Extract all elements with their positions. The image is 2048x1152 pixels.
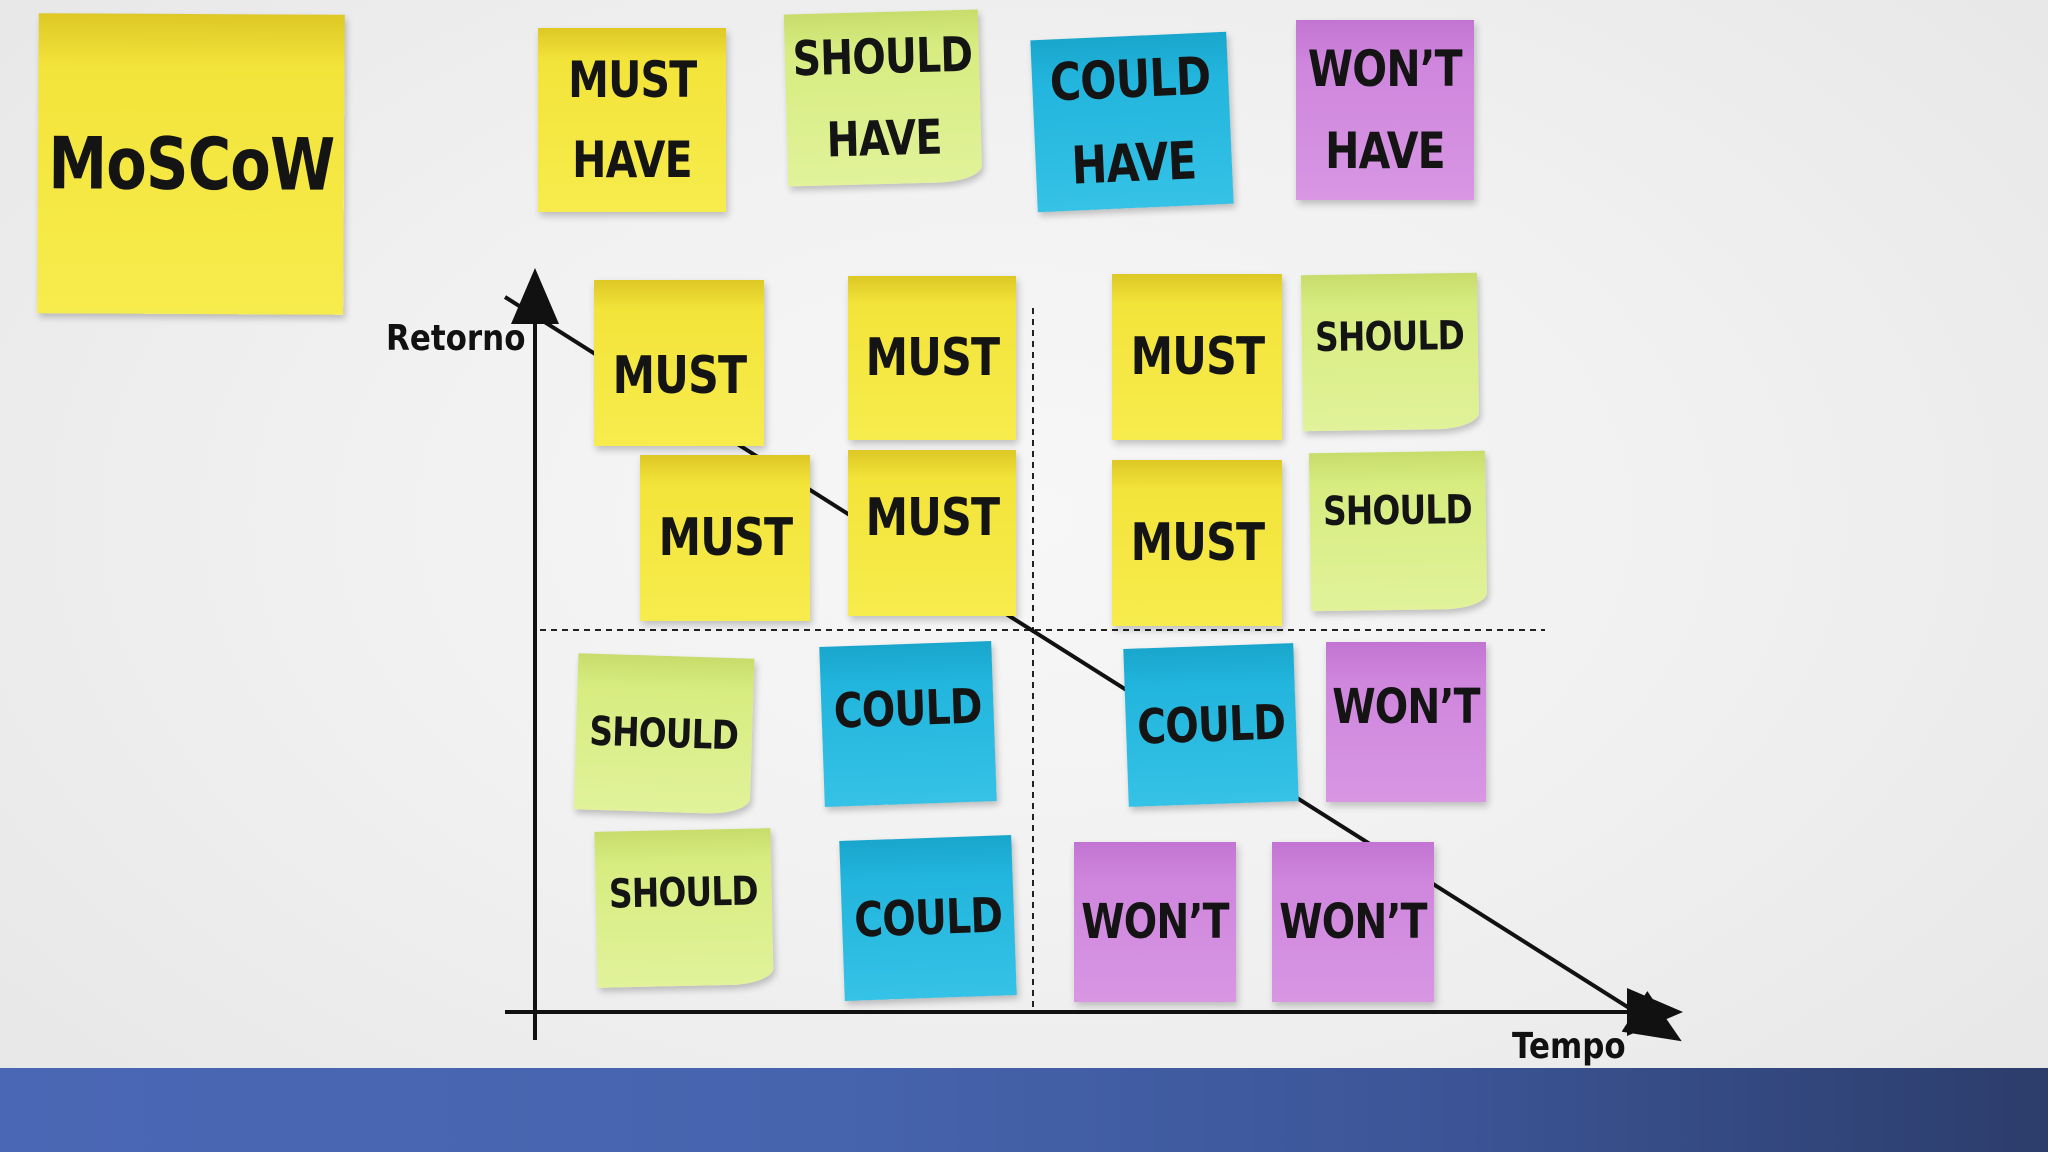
note-should: SHOULD (1300, 272, 1480, 432)
note-should: SHOULD (573, 653, 755, 815)
note-could: COULD (1123, 643, 1299, 807)
y-axis-label: Retorno (386, 318, 526, 359)
note-must: MUST (1112, 274, 1282, 440)
note-must: MUST (594, 280, 764, 446)
note-wont: WON’T (1272, 842, 1434, 1002)
note-wont: WON’T (1326, 642, 1486, 802)
note-must: MUST (848, 276, 1016, 440)
x-axis-label: Tempo (1512, 1026, 1626, 1067)
note-must: MUST (848, 450, 1016, 616)
footer-bar (0, 1068, 2048, 1152)
note-could: COULD (839, 835, 1017, 1001)
legend-wont-have: WON’T HAVE (1296, 20, 1474, 200)
note-could: COULD (819, 641, 997, 807)
note-should: SHOULD (594, 828, 774, 988)
legend-must-have: MUST HAVE (538, 28, 726, 212)
note-must: MUST (640, 455, 810, 621)
note-should: SHOULD (1308, 450, 1488, 612)
note-wont: WON’T (1074, 842, 1236, 1002)
note-must: MUST (1112, 460, 1282, 626)
